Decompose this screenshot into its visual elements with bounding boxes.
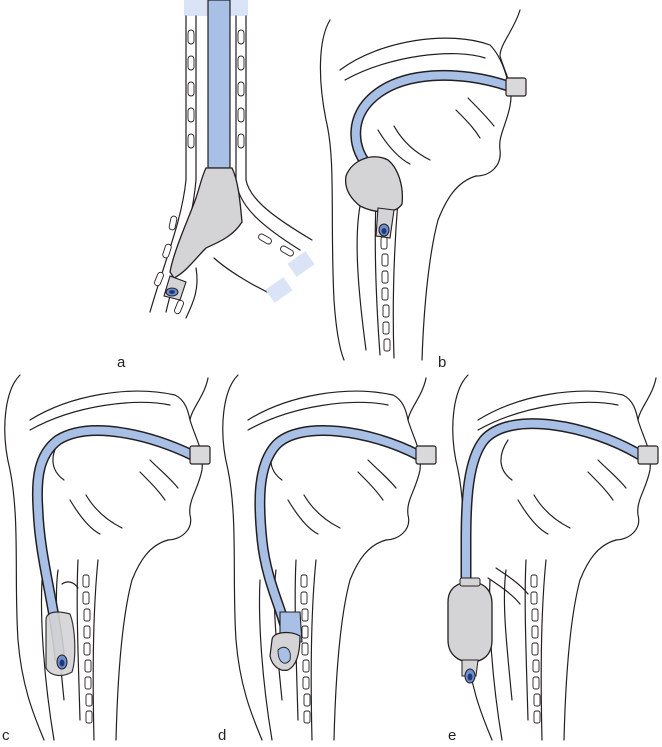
panel-e-head-tube-cuff-inflated [447, 374, 659, 741]
panel-label-d: d [218, 727, 227, 744]
panel-c-head-tube-deep [4, 374, 211, 741]
panel-label-b: b [438, 354, 447, 371]
panel-label-a: a [117, 354, 126, 371]
panel-d-head-tube-mid [222, 374, 437, 741]
panel-label-c: c [2, 727, 10, 744]
panel-b-head-large-cuff [319, 9, 527, 361]
panel-label-e: e [448, 727, 457, 744]
panel-a-trachea-bifurcation [149, 0, 315, 319]
